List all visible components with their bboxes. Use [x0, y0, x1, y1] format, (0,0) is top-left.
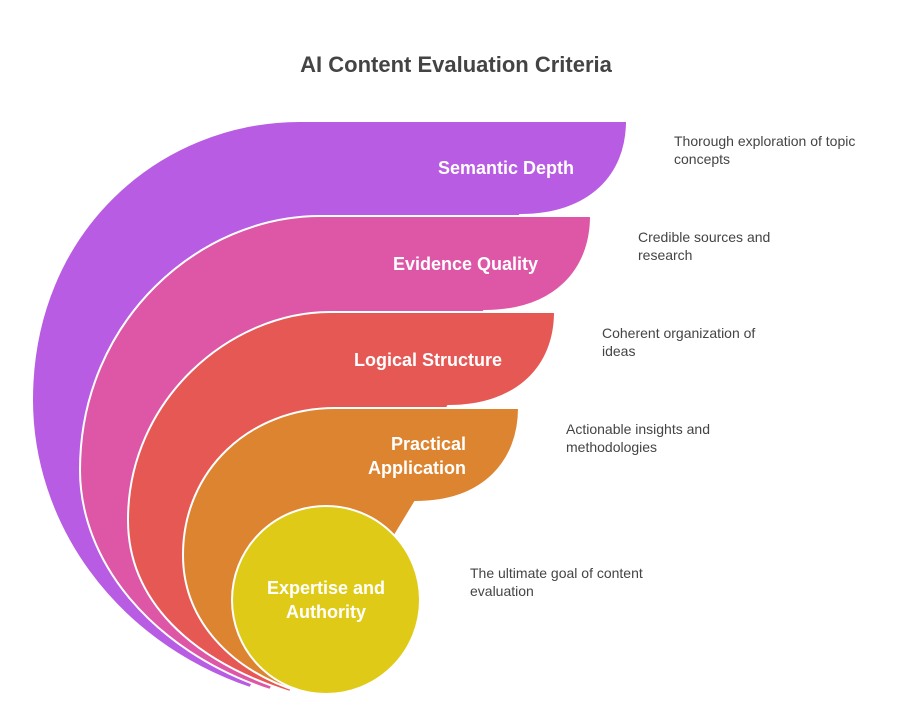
label-semantic-depth: Semantic Depth: [437, 158, 574, 178]
label-logical-structure: Logical Structure: [353, 350, 502, 370]
desc-evidence-quality: Credible sources and research: [638, 229, 771, 263]
label-practical-application: Practical Application: [368, 434, 466, 478]
desc-logical-structure: Coherent organization of ideas: [602, 325, 756, 359]
label-evidence-quality: Evidence Quality: [392, 254, 538, 274]
label-expertise-authority: Expertise and Authority: [266, 578, 386, 622]
core-expertise-authority: [231, 505, 421, 695]
desc-expertise-authority: The ultimate goal of content evaluation: [470, 565, 643, 599]
desc-practical-application: Actionable insights and methodologies: [566, 421, 710, 455]
desc-semantic-depth: Thorough exploration of topic concepts: [674, 133, 856, 167]
diagram-title: AI Content Evaluation Criteria: [300, 52, 612, 77]
